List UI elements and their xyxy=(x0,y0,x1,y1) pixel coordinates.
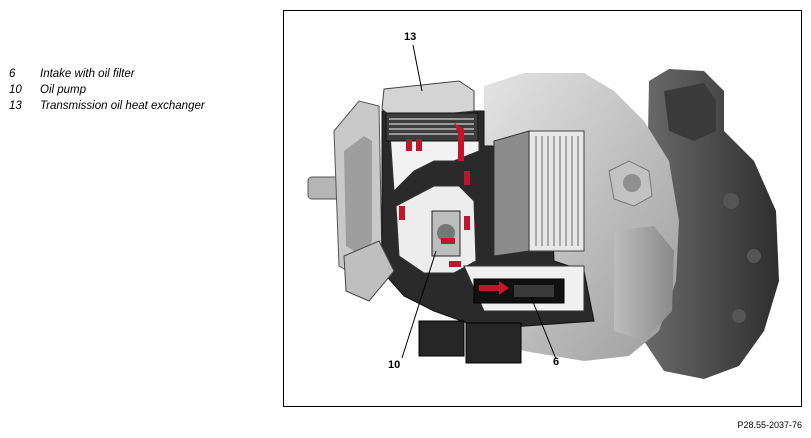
legend-label: Transmission oil heat exchanger xyxy=(40,100,205,112)
clutch-discs xyxy=(535,136,579,246)
legend-item-intake-oil-filter: 6 Intake with oil filter xyxy=(9,66,205,82)
legend-label: Oil pump xyxy=(40,84,87,96)
legend-number: 6 xyxy=(9,68,16,80)
figure-reference: P28.55-2037-76 xyxy=(737,420,802,430)
callout-oil-filter: 6 xyxy=(553,356,560,368)
oil-pump xyxy=(431,210,461,257)
motor-housing xyxy=(644,69,779,379)
transmission-cutaway-figure: 13 10 6 xyxy=(283,10,802,407)
legend-label: Intake with oil filter xyxy=(40,68,135,80)
callout-leader-lines xyxy=(401,44,557,360)
legend-item-heat-exchanger: 13 Transmission oil heat exchanger xyxy=(9,98,205,114)
transmission-cutaway-illustration xyxy=(307,44,779,379)
legend-number: 10 xyxy=(9,84,22,96)
legend-item-oil-pump: 10 Oil pump xyxy=(9,82,205,98)
oil-flow-arrows xyxy=(399,123,509,295)
electrical-connectors xyxy=(343,240,522,364)
callout-oil-pump: 10 xyxy=(388,359,401,371)
legend-number: 13 xyxy=(9,100,22,112)
callout-heat-exchanger: 13 xyxy=(404,31,417,43)
legend: 6 Intake with oil filter 10 Oil pump 13 … xyxy=(9,66,205,114)
clutch-pack xyxy=(493,130,585,257)
front-flange xyxy=(307,100,383,282)
